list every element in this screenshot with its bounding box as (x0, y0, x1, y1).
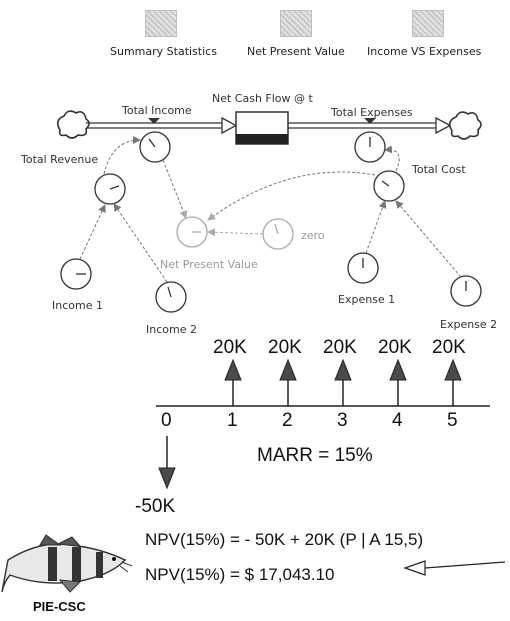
zero-label: zero (301, 229, 325, 242)
total-expenses-converter[interactable] (354, 131, 386, 163)
period-label: 3 (337, 410, 348, 431)
summary-statistics-button[interactable] (145, 10, 177, 37)
total-expenses-label: Total Expenses (331, 106, 413, 119)
zero-converter[interactable] (262, 218, 294, 250)
expense-2-label: Expense 2 (440, 318, 498, 331)
cash-flow-label: 20K (323, 337, 357, 358)
expense-1-converter[interactable] (347, 252, 379, 284)
source-cloud-icon (56, 110, 90, 139)
net-present-value-converter[interactable] (176, 216, 208, 248)
income-vs-expenses-label[interactable]: Income VS Expenses (367, 45, 482, 58)
cash-flow-timeline (156, 358, 506, 576)
total-cost-converter[interactable] (373, 170, 405, 202)
npv-result: NPV(15%) = $ 17,043.10 (145, 565, 335, 584)
total-cost-label: Total Cost (412, 163, 466, 176)
expense-1-label: Expense 1 (338, 293, 396, 306)
summary-statistics-label[interactable]: Summary Statistics (110, 45, 217, 58)
connector-arrows (79, 136, 462, 283)
expense-2-converter[interactable] (450, 275, 482, 307)
income-2-label: Income 2 (146, 323, 197, 336)
sink-cloud-icon (448, 111, 482, 140)
income-flow-pipe (86, 116, 238, 135)
npv-expression: NPV(15%) = - 50K + 20K (P | A 15,5) (145, 530, 424, 549)
total-revenue-label: Total Revenue (21, 153, 99, 166)
net-cash-flow-label: Net Cash Flow @ t (212, 92, 313, 105)
total-income-label: Total Income (122, 104, 192, 117)
total-revenue-converter[interactable] (94, 173, 126, 205)
period-label: 2 (282, 410, 293, 431)
period-label: 1 (227, 410, 238, 431)
period-label: 5 (447, 410, 458, 431)
logo-text: PIE-CSC (33, 599, 86, 614)
cash-flow-label: 20K (213, 337, 247, 358)
cash-flow-label: 20K (378, 337, 412, 358)
cash-flow-label: 20K (268, 337, 302, 358)
total-income-converter[interactable] (139, 131, 171, 163)
net-present-value-button[interactable] (280, 10, 312, 37)
marr-label: MARR = 15% (257, 445, 373, 466)
net-cash-flow-stock[interactable] (235, 111, 289, 145)
income-vs-expenses-button[interactable] (412, 10, 444, 37)
net-present-value-label[interactable]: Net Present Value (247, 45, 345, 58)
period-label: 0 (161, 410, 172, 431)
period-label: 4 (392, 410, 403, 431)
net-present-value-node-label: Net Present Value (160, 258, 258, 271)
income-1-converter[interactable] (60, 258, 92, 290)
initial-investment-label: -50K (135, 496, 176, 517)
income-1-label: Income 1 (52, 299, 103, 312)
expense-flow-pipe (288, 116, 452, 135)
income-2-converter[interactable] (155, 281, 187, 313)
fish-logo-icon (1, 534, 133, 593)
cash-flow-label: 20K (432, 337, 466, 358)
